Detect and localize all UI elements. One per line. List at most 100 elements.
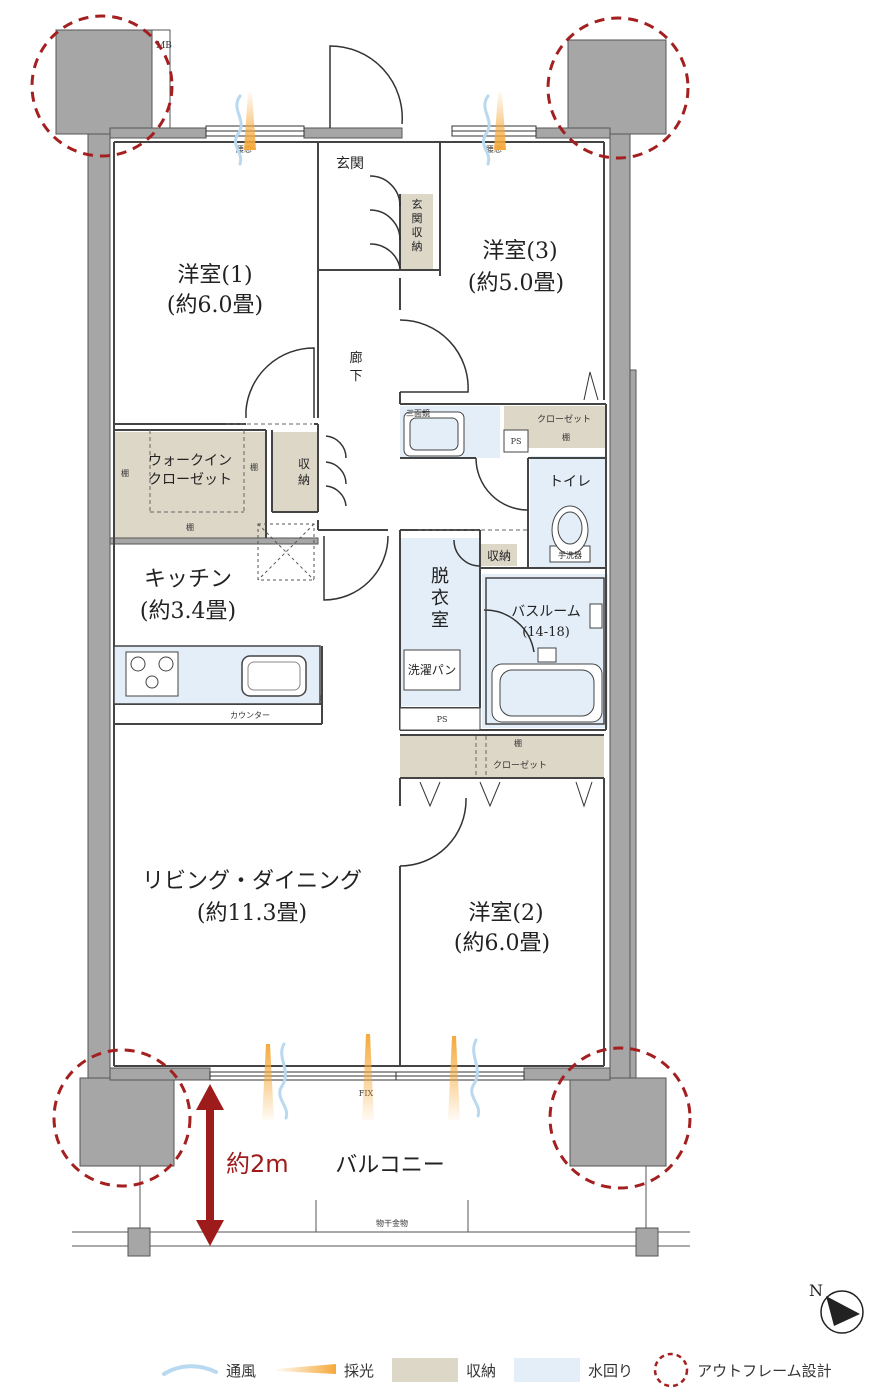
depth-annotation: 約2m [226, 1150, 289, 1178]
light-icon [362, 1034, 374, 1120]
mb-box [151, 29, 171, 129]
svg-text:脱: 脱 [431, 566, 449, 587]
corridor-label: 廊 下 [349, 350, 362, 384]
wic-label-2: クローゼット [148, 472, 232, 488]
shelf-labels: 棚 棚 棚 棚 棚 [121, 432, 570, 748]
washer-pan-label: 洗濯パン [408, 663, 457, 677]
wind-icon [470, 1038, 481, 1118]
three-way-mirror-label: 三面鏡 [406, 408, 430, 418]
svg-text:収: 収 [412, 226, 423, 239]
entrance-storage-label: 玄 関 収 納 [412, 197, 423, 253]
closet-label-lower: クローゼット [493, 759, 547, 771]
mb-label: MB [156, 41, 172, 51]
living-name: リビング・ダイニング [142, 869, 362, 894]
western2-size: (約6.0畳) [454, 931, 550, 956]
toilet-fixture [549, 505, 591, 563]
counter-label: カウンター [230, 711, 270, 720]
svg-text:関: 関 [412, 212, 423, 225]
wind-icon [234, 94, 243, 166]
light-icon [244, 92, 256, 150]
western1-size: (約6.0畳) [167, 293, 263, 318]
side-storage-label: 収 納 [298, 457, 310, 487]
legend: 通風 採光 収納 水回り アウトフレーム設計 [160, 1352, 880, 1388]
svg-text:廊: 廊 [349, 350, 362, 366]
svg-text:室: 室 [431, 610, 449, 631]
wind-indicators [234, 94, 491, 1120]
drying-hardware-label: 物干金物 [376, 1218, 408, 1228]
storage-label-wash: 収納 [487, 549, 511, 563]
outframe-markers [30, 14, 692, 1190]
legend-outframe: アウトフレーム設計 [651, 1350, 832, 1390]
louver-window-label-2: 腰窓 [486, 144, 502, 154]
legend-light: 採光 [274, 1360, 374, 1381]
structure-walls [55, 29, 667, 1167]
svg-text:納: 納 [412, 240, 423, 253]
wic-label-1: ウォークイン [148, 453, 232, 469]
legend-light-label: 採光 [344, 1361, 375, 1380]
bathroom-size: (14-18) [522, 625, 570, 640]
dashed-lines [149, 423, 528, 776]
ps-box-2 [399, 707, 481, 731]
legend-water-label: 水回り [588, 1361, 634, 1380]
kitchen-name: キッチン [144, 567, 232, 592]
railing-post-left [127, 1227, 151, 1257]
closet-doors [419, 371, 599, 808]
western2-name: 洋室(2) [468, 901, 543, 926]
hand-wash-label: 手洗器 [558, 550, 582, 560]
legend-water: 水回り [514, 1358, 633, 1382]
svg-text:下: 下 [349, 369, 362, 384]
water-swatch [514, 1358, 581, 1382]
light-indicators [244, 92, 506, 1120]
kitchen-size: (約3.4畳) [140, 599, 236, 624]
louver-window-label-1: 腰窓 [236, 144, 252, 154]
legend-wind-label: 通風 [226, 1361, 257, 1380]
svg-text:衣: 衣 [431, 588, 449, 609]
legend-outframe-label: アウトフレーム設計 [697, 1361, 832, 1380]
svg-text:棚: 棚 [514, 738, 522, 748]
depth-arrow [196, 1084, 224, 1246]
wind-icon [278, 1042, 289, 1120]
railing-post-right [635, 1227, 659, 1257]
outframe-icon [653, 1352, 689, 1388]
vanity [403, 411, 465, 457]
western3-name: 洋室(3) [482, 239, 557, 264]
storage-areas [114, 194, 606, 777]
ps-box-1 [503, 429, 529, 453]
doors [245, 45, 535, 867]
wind-icon [162, 1364, 218, 1376]
storage-swatch [392, 1358, 459, 1382]
toilet-label: トイレ [549, 474, 591, 490]
svg-text:納: 納 [298, 473, 310, 487]
light-icon [494, 92, 506, 150]
living-size: (約11.3畳) [197, 901, 307, 926]
light-icon [276, 1364, 337, 1374]
wind-icon [482, 94, 491, 166]
kitchen-counter [113, 645, 321, 705]
entrance-label: 玄関 [336, 155, 364, 172]
light-icon [262, 1044, 274, 1120]
svg-text:棚: 棚 [186, 522, 194, 532]
balcony-label: バルコニー [335, 1153, 445, 1178]
washer-pan [403, 649, 461, 691]
svg-text:玄: 玄 [412, 197, 423, 211]
western3-size: (約5.0畳) [468, 271, 564, 296]
compass: N [809, 1281, 864, 1334]
bathtub [485, 577, 605, 725]
bathroom-name: バスルーム [511, 604, 581, 620]
svg-text:棚: 棚 [121, 468, 129, 478]
light-icon [448, 1036, 460, 1120]
balcony-railing [72, 1166, 690, 1247]
svg-text:棚: 棚 [250, 462, 258, 472]
legend-storage-label: 収納 [466, 1361, 497, 1380]
compass-north: N [809, 1281, 823, 1300]
closet-label-upper: クローゼット [537, 413, 591, 425]
svg-text:収: 収 [298, 457, 310, 471]
legend-storage: 収納 [392, 1358, 496, 1382]
svg-text:棚: 棚 [562, 432, 570, 442]
ps-label-1: PS [511, 437, 522, 446]
legend-wind: 通風 [160, 1360, 256, 1381]
washroom-label: 脱 衣 室 [431, 566, 449, 631]
western1-name: 洋室(1) [177, 263, 252, 288]
ps-label-2: PS [437, 715, 448, 724]
